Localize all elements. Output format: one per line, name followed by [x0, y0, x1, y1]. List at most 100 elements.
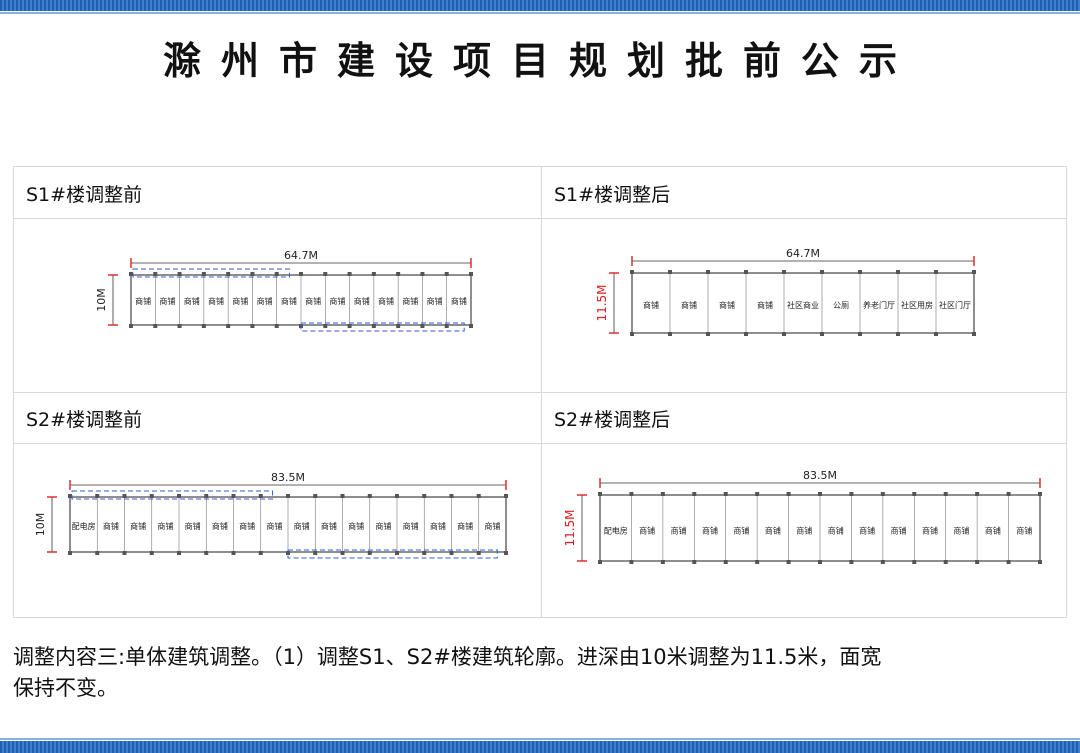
panel-label-s1-before: S1#楼调整前 — [26, 184, 143, 206]
room-label: 商铺 — [891, 525, 907, 535]
room-label: 商铺 — [757, 300, 773, 310]
column-marker — [630, 270, 634, 274]
room-label: 商铺 — [321, 521, 337, 531]
column-marker — [912, 492, 917, 496]
column-marker — [786, 560, 791, 564]
column-marker — [422, 494, 427, 498]
column-marker — [153, 324, 158, 328]
column-marker — [755, 560, 760, 564]
column-marker — [395, 551, 399, 555]
room-label: 商铺 — [733, 525, 749, 535]
column-marker — [660, 492, 665, 496]
column-marker — [934, 270, 938, 274]
room-label: 商铺 — [239, 521, 255, 531]
column-marker — [68, 551, 72, 555]
column-marker — [504, 494, 508, 498]
column-marker — [476, 551, 481, 555]
column-marker — [68, 494, 72, 498]
adjustment-description: 调整内容三:单体建筑调整。（1）调整S1、S2#楼建筑轮廓。进深由10米调整为1… — [13, 642, 1073, 704]
column-marker — [396, 324, 401, 328]
column-marker — [723, 492, 728, 496]
column-marker — [95, 494, 100, 498]
column-marker — [371, 272, 376, 276]
room-label: 商铺 — [281, 296, 297, 306]
room-label: 商铺 — [157, 521, 173, 531]
column-marker — [975, 560, 980, 564]
room-label: 商铺 — [130, 521, 146, 531]
room-label: 商铺 — [378, 296, 394, 306]
column-marker — [149, 551, 154, 555]
panel-label-s2-before: S2#楼调整前 — [26, 409, 143, 431]
column-marker — [286, 494, 290, 498]
room-label: 配电房 — [604, 525, 628, 535]
room-label: 商铺 — [212, 521, 228, 531]
column-marker — [744, 270, 748, 274]
column-marker — [943, 560, 948, 564]
room-label: 配电房 — [72, 521, 96, 531]
column-marker — [782, 270, 786, 274]
room-label: 商铺 — [354, 296, 370, 306]
column-marker — [367, 551, 372, 555]
column-marker — [226, 324, 231, 328]
column-marker — [153, 272, 158, 276]
column-marker — [95, 551, 100, 555]
room-label: 商铺 — [828, 525, 844, 535]
previous-outline-top — [132, 268, 290, 278]
column-marker — [177, 272, 182, 276]
column-marker — [201, 272, 206, 276]
column-marker — [706, 332, 710, 336]
bottom-decor-band — [0, 738, 1080, 753]
column-marker — [668, 270, 672, 274]
column-marker — [786, 492, 791, 496]
column-marker — [476, 494, 481, 498]
column-marker — [313, 551, 318, 555]
room-label: 商铺 — [681, 300, 697, 310]
grid-divider — [14, 392, 1066, 393]
column-marker — [504, 551, 508, 555]
column-marker — [1038, 560, 1042, 564]
room-label: 商铺 — [639, 525, 655, 535]
room-label: 商铺 — [375, 521, 391, 531]
column-marker — [250, 272, 255, 276]
column-marker — [340, 494, 345, 498]
room-label: 商铺 — [294, 521, 310, 531]
column-marker — [820, 332, 824, 336]
column-marker — [347, 324, 352, 328]
column-marker — [299, 272, 303, 276]
column-marker — [395, 494, 399, 498]
column-marker — [934, 332, 938, 336]
column-marker — [204, 551, 209, 555]
column-marker — [274, 272, 279, 276]
column-marker — [972, 270, 976, 274]
width-dimension-label: 83.5M — [271, 471, 305, 484]
depth-dimension-label: 11.5M — [563, 509, 577, 546]
column-marker — [122, 494, 127, 498]
width-dimension-label: 64.7M — [786, 247, 820, 260]
column-marker — [226, 272, 231, 276]
column-marker — [177, 324, 182, 328]
room-label: 商铺 — [135, 296, 151, 306]
column-marker — [122, 551, 127, 555]
room-label: 商铺 — [953, 525, 969, 535]
column-marker — [347, 272, 352, 276]
room-label: 商铺 — [1016, 525, 1032, 535]
column-marker — [668, 332, 672, 336]
previous-outline-bottom — [287, 549, 498, 559]
column-marker — [449, 551, 454, 555]
room-label: 商铺 — [765, 525, 781, 535]
room-label: 商铺 — [430, 521, 446, 531]
room-label: 社区门厅 — [939, 300, 971, 310]
column-marker — [258, 551, 263, 555]
column-marker — [692, 492, 697, 496]
column-marker — [469, 272, 473, 276]
column-marker — [250, 324, 255, 328]
column-marker — [660, 560, 665, 564]
column-marker — [1006, 560, 1011, 564]
width-dimension-label: 64.7M — [284, 249, 318, 262]
column-marker — [420, 272, 425, 276]
